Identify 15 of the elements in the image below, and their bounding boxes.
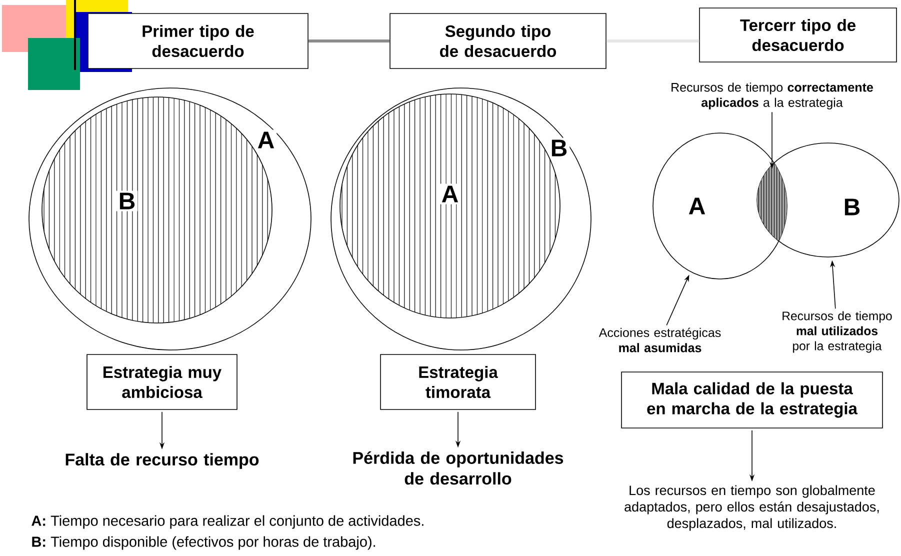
note-text: A: Tiempo necesario para realizar el conjunto de actividades. xyxy=(32,515,424,529)
connector-line xyxy=(308,40,390,42)
result-text: Falta de recurso tiempo xyxy=(66,453,259,469)
strategy-box: Estrategia timorata xyxy=(380,354,536,410)
heading-box: Primer tipo de desacuerdo xyxy=(88,13,308,69)
callout-text: Acciones estratégicas mal asumidas xyxy=(598,328,721,352)
result-text: Los recursos en tiempo son globalmente adaptados, pero ellos están desajustados, desplazados, mal utilizados. xyxy=(624,485,879,531)
note-text: B: Tiempo disponible (efectivos por horas de trabajo). xyxy=(32,536,376,550)
callout-text: Recursos de tiempo correctamente aplicados a la estrategia xyxy=(672,82,873,110)
result-text: Pérdida de oportunidades de desarrollo xyxy=(353,451,564,485)
strategy-box: Estrategia muy ambiciosa xyxy=(86,354,238,410)
callout-text: Recursos de tiempo mal utilizados por la estrategia xyxy=(782,311,892,353)
heading-box: Tercerr tipo de desacuerdo xyxy=(699,8,897,62)
heading-box: Segundo tipo de desacuerdo xyxy=(390,13,606,69)
strategy-box: Mala calidad de la puesta en marcha de la estrategia xyxy=(621,372,883,428)
